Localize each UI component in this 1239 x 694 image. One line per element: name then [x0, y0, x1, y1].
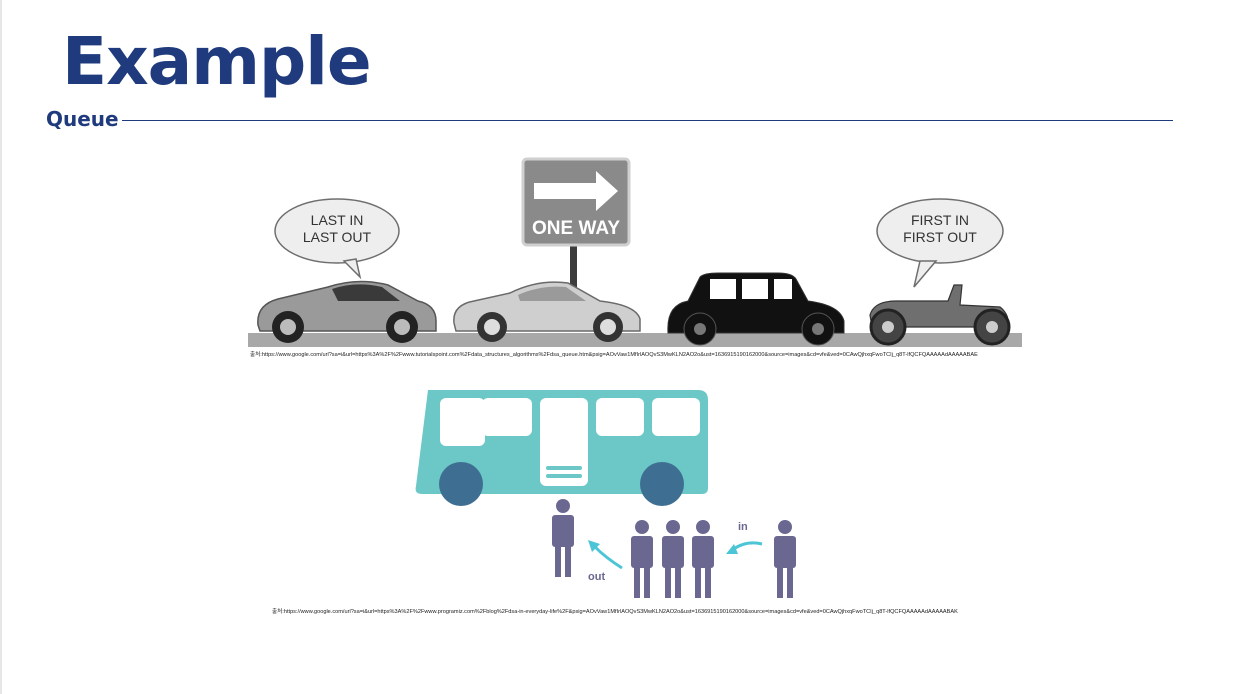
- image-source-caption-2: 출처:https://www.google.com/url?sa=i&url=h…: [272, 608, 958, 616]
- bubble-right-line-1: FIRST IN: [911, 212, 969, 228]
- title-divider: [122, 120, 1173, 121]
- bubble-right-line-2: FIRST OUT: [903, 229, 977, 245]
- speech-bubble-left: LAST IN LAST OUT: [275, 199, 399, 277]
- person-entering-icon: [774, 520, 796, 598]
- section-subtitle: Queue: [46, 106, 119, 132]
- bus-wheel-left: [439, 462, 483, 506]
- cars-queue-illustration: ONE WAY LAST IN LAST OUT FIRST IN FIRST …: [248, 155, 1022, 351]
- bus-wheel-right: [640, 462, 684, 506]
- slide-title: Example: [62, 22, 371, 102]
- slide-left-border: [0, 0, 2, 694]
- person-exiting-icon: [552, 499, 574, 577]
- in-label: in: [738, 521, 748, 533]
- bubble-left-line-2: LAST OUT: [303, 229, 372, 245]
- queue-people-group-icon: [631, 520, 714, 598]
- bus-queue-illustration: out in: [410, 380, 820, 602]
- out-arrow-icon: [594, 546, 622, 568]
- in-arrow-icon: [732, 543, 762, 550]
- bubble-left-line-1: LAST IN: [311, 212, 364, 228]
- image-source-caption-1: 출처:https://www.google.com/url?sa=i&url=h…: [250, 351, 978, 359]
- speech-bubble-right: FIRST IN FIRST OUT: [877, 199, 1003, 287]
- out-label: out: [588, 571, 605, 583]
- road: [248, 333, 1022, 347]
- sign-text: ONE WAY: [532, 218, 620, 239]
- bus-icon: [416, 390, 708, 506]
